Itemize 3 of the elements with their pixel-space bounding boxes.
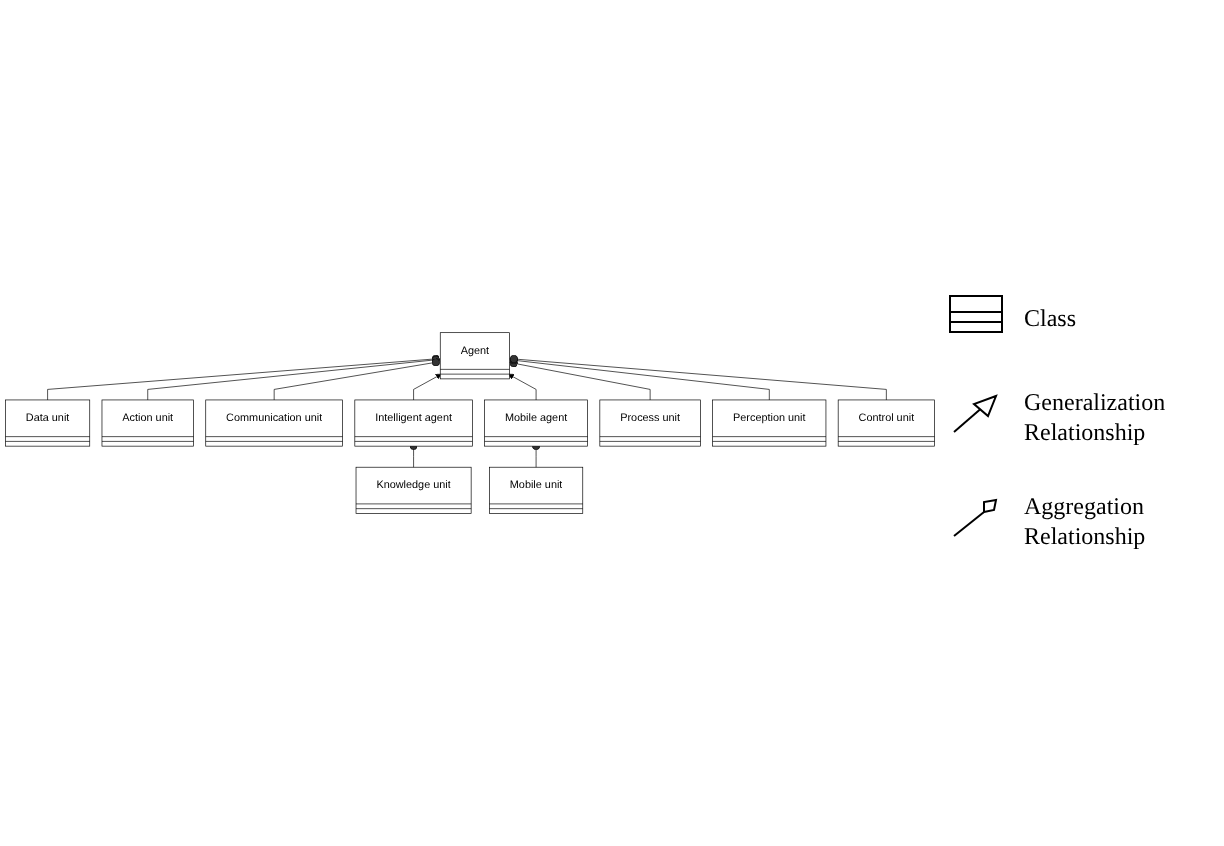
legend-text: Generalization Relationship bbox=[1024, 388, 1168, 448]
legend-text: Aggregation Relationship bbox=[1024, 492, 1148, 552]
legend-text: Class bbox=[1024, 304, 1079, 334]
